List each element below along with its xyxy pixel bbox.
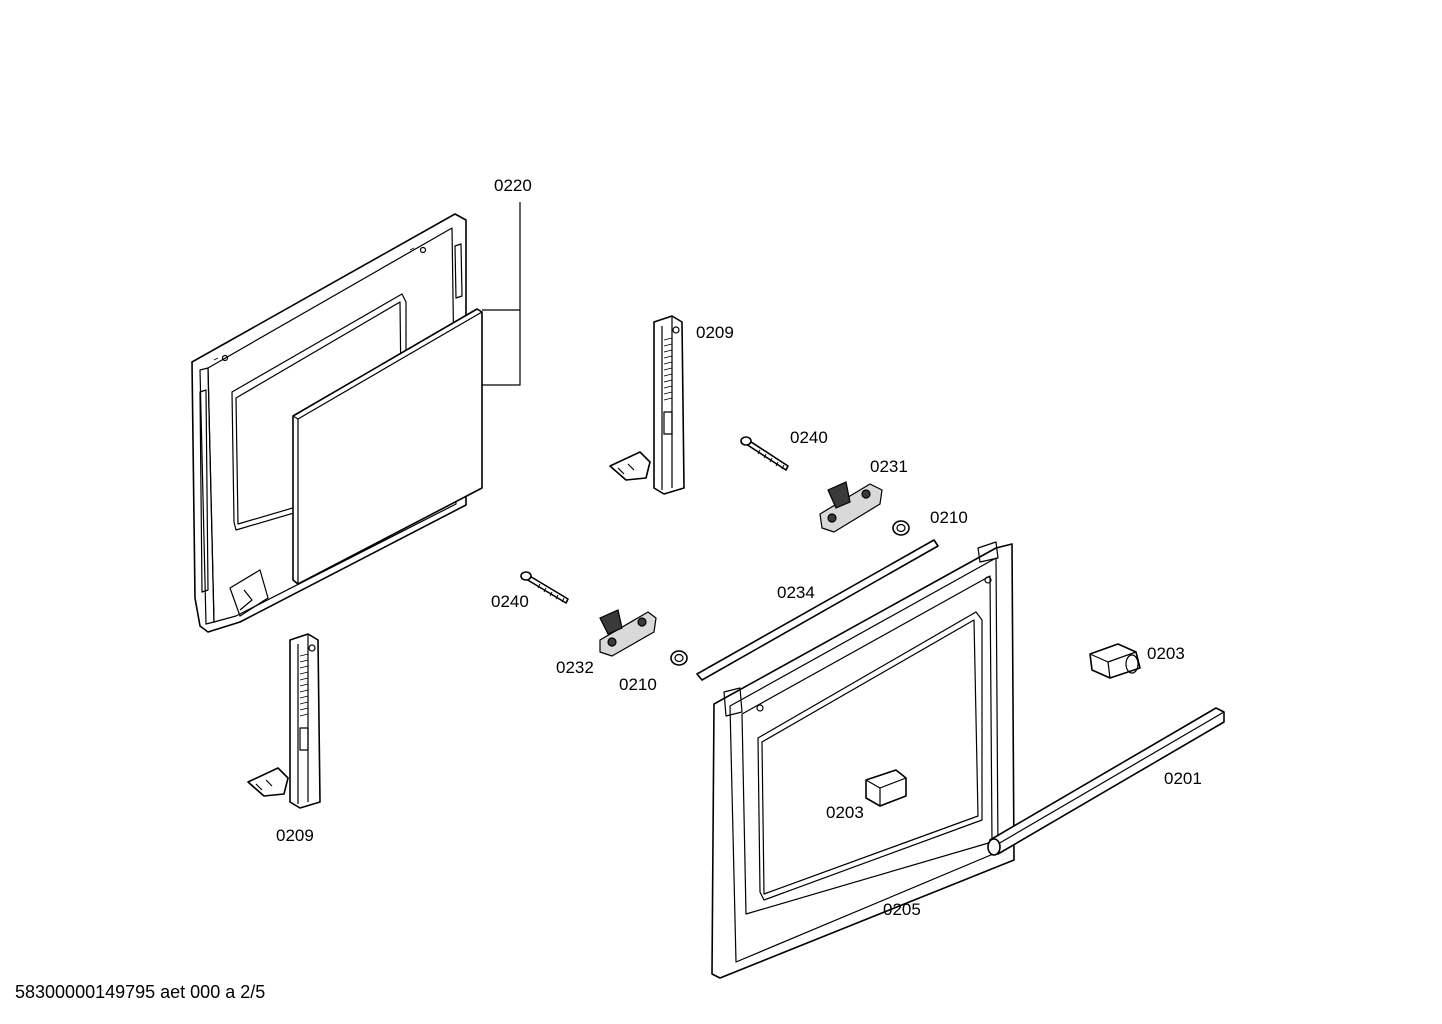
label-0210-lower: 0210 bbox=[619, 675, 657, 694]
label-0240-lower: 0240 bbox=[491, 592, 529, 611]
seal-strip bbox=[696, 539, 939, 681]
label-0240-upper: 0240 bbox=[790, 428, 828, 447]
label-0210-upper: 0210 bbox=[930, 508, 968, 527]
leader-0220 bbox=[482, 202, 521, 386]
hinge-bracket-upper bbox=[819, 481, 883, 533]
label-0203-center: 0203 bbox=[826, 803, 864, 822]
label-0231: 0231 bbox=[870, 457, 908, 476]
glass-pane bbox=[292, 308, 483, 585]
label-0234: 0234 bbox=[777, 583, 815, 602]
label-0203-right: 0203 bbox=[1147, 644, 1185, 663]
label-0209-bottom: 0209 bbox=[276, 826, 314, 845]
label-0209-top: 0209 bbox=[696, 323, 734, 342]
label-0220: 0220 bbox=[494, 176, 532, 195]
handle-holder-center bbox=[865, 769, 907, 807]
handle-holder-right bbox=[1089, 643, 1141, 679]
handle-bar bbox=[987, 707, 1225, 856]
hinge-bracket-lower bbox=[599, 609, 657, 657]
label-0205: 0205 bbox=[883, 900, 921, 919]
label-0232: 0232 bbox=[556, 658, 594, 677]
screw-lower bbox=[520, 571, 569, 604]
outer-door bbox=[711, 541, 1015, 979]
document-reference: 58300000149795 aet 000 a 2/5 bbox=[15, 982, 266, 1002]
screw-upper bbox=[740, 436, 789, 471]
hinge-top bbox=[609, 315, 685, 495]
bushing-lower bbox=[670, 650, 688, 666]
label-0201: 0201 bbox=[1164, 769, 1202, 788]
hinge-bottom bbox=[247, 633, 321, 809]
bushing-upper bbox=[892, 520, 910, 536]
